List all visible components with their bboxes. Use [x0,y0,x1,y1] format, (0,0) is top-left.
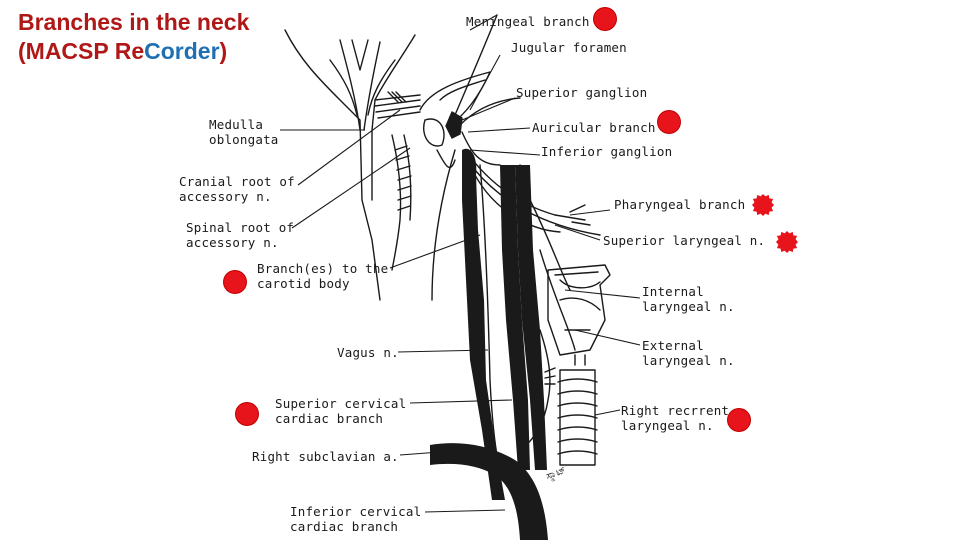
slide-title: Branches in the neck (MACSP ReCorder) [18,8,249,66]
label-pharyngeal-branch: Pharyngeal branch [614,197,746,212]
title-line-2: (MACSP ReCorder) [18,37,249,66]
label-superior-cervical-line1: Superior cervical [275,396,407,411]
title-open: (MACSP [18,38,115,64]
label-carotid-body-line2: carotid body [257,276,350,291]
label-medulla: Medulla oblongata [209,117,279,147]
title-c: C [144,38,161,64]
label-external-laryngeal-line1: External [642,338,704,353]
label-carotid-body: Branch(es) to the carotid body [257,261,388,291]
label-spinal-root-line1: Spinal root of [186,220,295,235]
label-cranial-root-line1: Cranial root of [179,174,295,189]
trachea-rings [557,369,598,466]
label-jugular-foramen: Jugular foramen [511,40,627,55]
label-right-recurrent-line2: laryngeal n. [621,418,714,433]
label-superior-cervical-line2: cardiac branch [275,411,384,426]
label-spinal-root: Spinal root of accessory n. [186,220,294,250]
marker-right-recurrent[interactable] [728,409,750,431]
label-right-recurrent: Right recrrent laryngeal n. [621,403,729,433]
label-internal-laryngeal: Internal laryngeal n. [642,284,735,314]
marker-carotid-body[interactable] [224,271,246,293]
medulla-outline [284,29,416,301]
label-auricular-branch: Auricular branch [532,120,656,135]
label-inferior-cervical-line1: Inferior cervical [290,504,422,519]
label-superior-ganglion: Superior ganglion [516,85,648,100]
label-inferior-cervical-line2: cardiac branch [290,519,399,534]
vagus-trunk-bold [462,148,547,500]
label-carotid-body-line1: Branch(es) to the [257,261,389,276]
label-medulla-line1: Medulla [209,117,264,132]
label-cranial-root: Cranial root of accessory n. [179,174,295,204]
superior-ganglion-shape [445,111,463,139]
leader-lines [280,14,641,513]
marker-superior-cervical[interactable] [236,403,258,425]
pharyngeal-plexus [554,204,591,226]
label-superior-laryngeal: Superior laryngeal n. [603,233,766,248]
label-superior-cervical: Superior cervical cardiac branch [275,396,406,426]
label-external-laryngeal: External laryngeal n. [642,338,735,368]
marker-auricular[interactable] [658,111,680,133]
title-close: ) [219,38,228,64]
label-medulla-line2: oblongata [209,132,279,147]
label-meningeal-branch: Meningeal branch [466,14,590,29]
accessory-spinal-root [391,134,412,271]
larynx-cartilage [547,264,611,366]
label-inferior-cervical: Inferior cervical cardiac branch [290,504,421,534]
title-re: Re [114,38,145,64]
marker-pharyngeal[interactable] [752,194,774,216]
subclavian-artery [430,443,548,540]
label-internal-laryngeal-line1: Internal [642,284,704,299]
label-cranial-root-line2: accessory n. [179,189,272,204]
title-line-1: Branches in the neck [18,9,250,35]
laryngeal-nerves [519,199,576,451]
nerve-rootlets [374,91,421,119]
jugular-foramen-loops [419,71,491,169]
title-order: order [160,38,220,64]
marker-meningeal[interactable] [594,8,616,30]
label-spinal-root-line2: accessory n. [186,235,279,250]
label-inferior-ganglion: Inferior ganglion [541,144,673,159]
label-right-recurrent-line1: Right recrrent [621,403,730,418]
label-internal-laryngeal-line2: laryngeal n. [642,299,735,314]
label-right-subclavian: Right subclavian a. [252,449,399,464]
marker-superior-laryngeal[interactable] [776,231,798,253]
label-external-laryngeal-line2: laryngeal n. [642,353,735,368]
label-vagus: Vagus n. [337,345,399,360]
